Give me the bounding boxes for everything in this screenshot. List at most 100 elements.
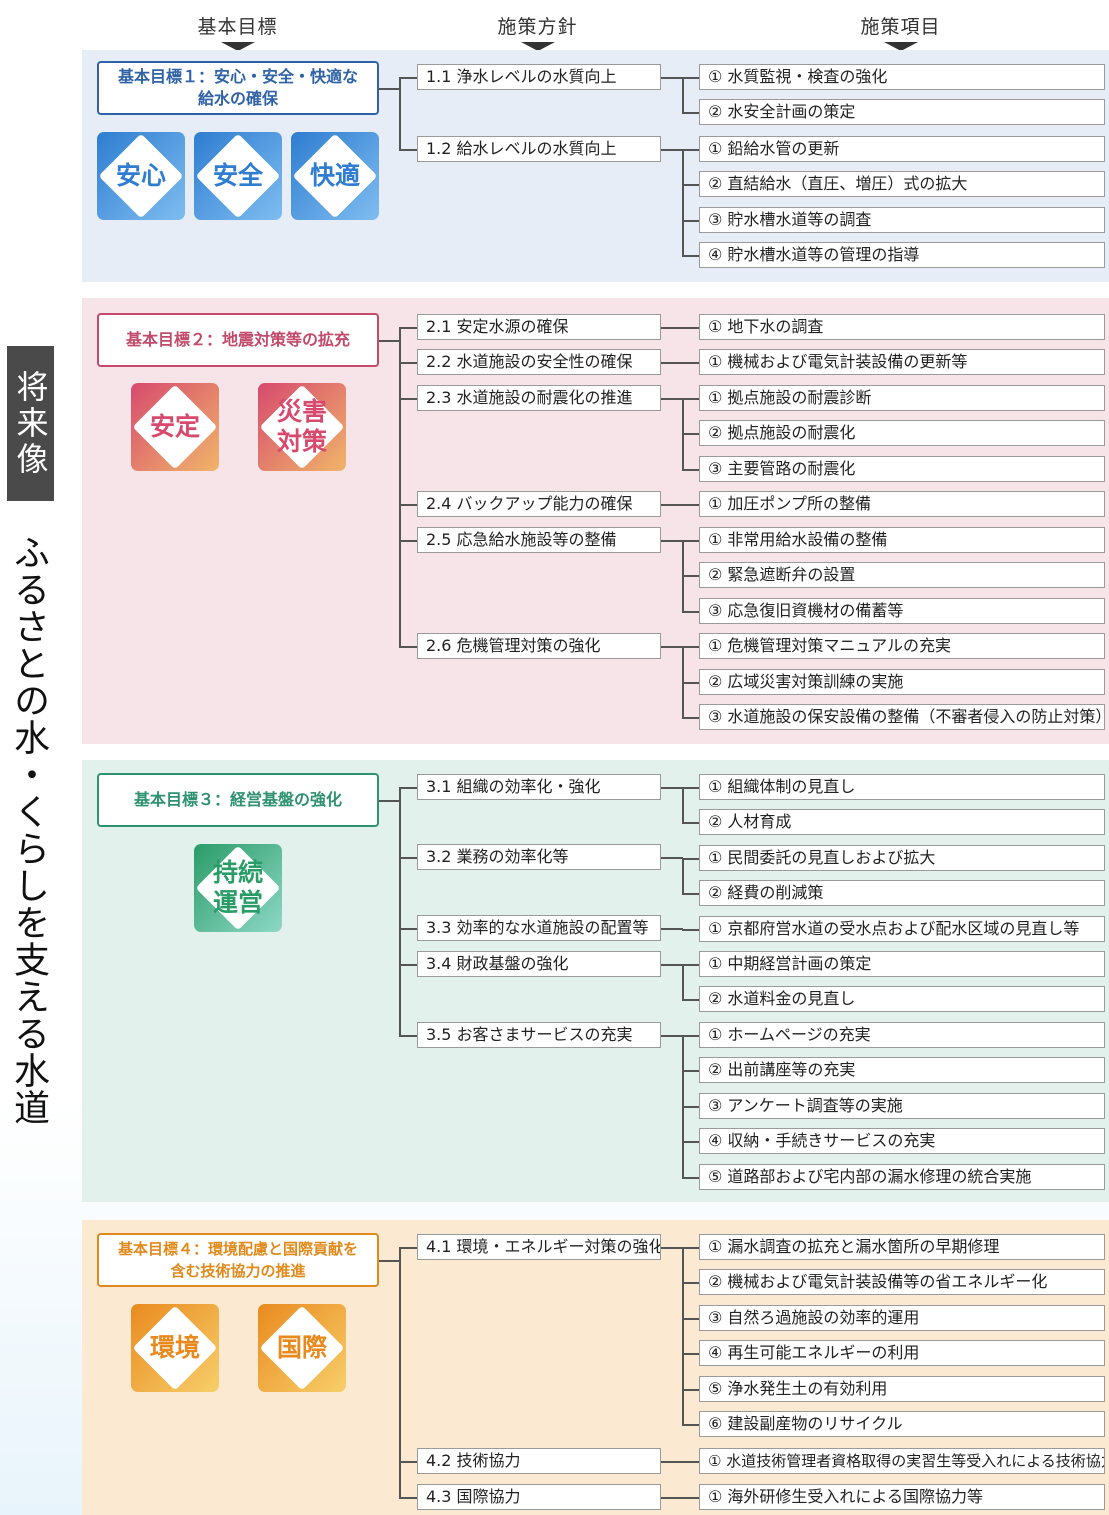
connector-line <box>661 540 683 542</box>
item-box: ② 拠点施設の耐震化 <box>699 420 1105 447</box>
connector-line <box>661 77 683 79</box>
item-box: ② 水安全計画の策定 <box>699 99 1105 126</box>
down-arrow-icon <box>520 42 555 51</box>
connector-line <box>661 1461 683 1463</box>
connector-line <box>661 857 683 859</box>
policy-box: 3.2 業務の効率化等 <box>417 844 661 870</box>
policy-box: 4.1 環境・エネルギー対策の強化 <box>417 1234 661 1260</box>
badge-label: 国際 <box>276 1333 327 1362</box>
connector-line <box>682 433 700 436</box>
connector-line <box>682 1141 700 1144</box>
item-box: ② 広域災害対策訓練の実施 <box>699 668 1105 695</box>
connector-line <box>661 1497 683 1499</box>
goal-box-4: 基本目標４：環境配慮と国際貢献を 含む技術協力の推進 <box>97 1233 379 1287</box>
connector-line <box>682 893 700 896</box>
badge-1-2: 安全 <box>194 132 282 220</box>
policy-box: 4.2 技術協力 <box>417 1448 661 1474</box>
badge-label: 環境 <box>149 1333 200 1362</box>
badge-label: 持続 運営 <box>212 858 263 917</box>
connector-line <box>682 822 700 825</box>
item-box: ② 経費の削減策 <box>699 880 1105 907</box>
policy-box: 4.3 国際協力 <box>417 1484 661 1510</box>
item-box: ① 民間委託の見直しおよび拡大 <box>699 844 1105 871</box>
connector-line <box>682 1035 700 1037</box>
item-box: ① 漏水調査の拡充と漏水箇所の早期修理 <box>699 1234 1105 1260</box>
connector-line <box>682 1424 700 1426</box>
item-box: ① 拠点施設の耐震診断 <box>699 385 1105 411</box>
connector-line <box>682 1105 700 1108</box>
connector-line <box>682 1353 700 1356</box>
connector-line <box>661 362 683 364</box>
badge-3-1: 持続 運営 <box>194 844 282 932</box>
connector-line <box>682 646 700 649</box>
badge-4-1: 環境 <box>131 1304 219 1392</box>
connector-line <box>682 504 700 507</box>
connector-line <box>682 468 700 471</box>
connector-line <box>661 928 683 930</box>
item-box: ① 中期経営計画の策定 <box>699 951 1105 977</box>
badge-1-1: 安心 <box>97 132 185 220</box>
item-box: ③ アンケート調査等の実施 <box>699 1092 1105 1119</box>
item-box: ① 非常用給水設備の整備 <box>699 527 1105 553</box>
connector-line <box>682 219 700 222</box>
connector-line <box>661 1035 683 1037</box>
connector-line <box>682 1497 700 1499</box>
connector-line <box>399 964 418 966</box>
header-item: 施策項目 <box>843 12 958 51</box>
connector-line <box>682 787 684 824</box>
policy-box: 2.4 バックアップ能力の確保 <box>417 491 661 517</box>
item-box: ① 機械および電気計装設備の更新等 <box>699 349 1105 376</box>
item-box: ① 水質監視・検査の強化 <box>699 64 1105 90</box>
connector-line <box>399 1497 418 1499</box>
connector-line <box>682 928 700 931</box>
connector-line <box>379 340 399 342</box>
connector-line <box>379 1260 399 1262</box>
item-box: ③ 主要管路の耐震化 <box>699 455 1105 482</box>
item-box: ① 加圧ポンプ所の整備 <box>699 491 1105 518</box>
badge-2-1: 安定 <box>131 383 219 471</box>
item-box: ② 人材育成 <box>699 809 1105 836</box>
connector-line <box>399 327 401 647</box>
item-box: ⑤ 道路部および宅内部の漏水修理の統合実施 <box>699 1163 1105 1190</box>
badge-1-3: 快適 <box>291 132 379 220</box>
item-box: ① 危機管理対策マニュアルの充実 <box>699 633 1105 660</box>
connector-line <box>682 857 684 895</box>
vision-label: 将来像 <box>7 346 54 501</box>
connector-line <box>399 928 418 930</box>
connector-line <box>682 964 684 1001</box>
connector-line <box>399 1247 401 1498</box>
policy-box: 2.2 水道施設の安全性の確保 <box>417 349 661 375</box>
item-box: ① 地下水の調査 <box>699 314 1105 340</box>
connector-line <box>379 800 399 802</box>
connector-line <box>399 787 401 1036</box>
item-box: ② 直結給水（直圧、増圧）式の拡大 <box>699 171 1105 198</box>
item-box: ① 京都府営水道の受水点および配水区域の見直し等 <box>699 915 1105 942</box>
connector-line <box>682 1070 700 1073</box>
item-box: ② 出前講座等の充実 <box>699 1057 1105 1084</box>
policy-box: 2.1 安定水源の確保 <box>417 314 661 340</box>
item-box: ③ 応急復旧資機材の備蓄等 <box>699 597 1105 624</box>
down-arrow-icon <box>220 42 255 51</box>
connector-line <box>682 717 700 719</box>
item-box: ⑤ 浄水発生土の有効利用 <box>699 1375 1105 1402</box>
policy-box: 1.2 給水レベルの水質向上 <box>417 136 661 162</box>
connector-line <box>379 88 399 90</box>
connector-line <box>682 1247 684 1425</box>
connector-line <box>399 540 418 542</box>
connector-line <box>682 255 700 258</box>
connector-line <box>399 504 418 506</box>
item-box: ① 海外研修生受入れによる国際協力等 <box>699 1484 1105 1510</box>
item-box: ② 水道料金の見直し <box>699 986 1105 1013</box>
connector-line <box>682 362 700 365</box>
connector-line <box>399 398 418 400</box>
item-box: ① 組織体制の見直し <box>699 774 1105 800</box>
item-box: ④ 収納・手続きサービスの充実 <box>699 1128 1105 1155</box>
policy-box: 2.5 応急給水施設等の整備 <box>417 527 661 553</box>
policy-box: 3.5 お客さまサービスの充実 <box>417 1022 661 1048</box>
connector-line <box>661 1247 683 1249</box>
connector-line <box>661 398 683 400</box>
item-box: ① 水道技術管理者資格取得の実習生等受入れによる技術協力 <box>699 1448 1105 1474</box>
connector-line <box>682 681 700 684</box>
connector-line <box>682 1176 700 1179</box>
connector-line <box>661 149 683 151</box>
